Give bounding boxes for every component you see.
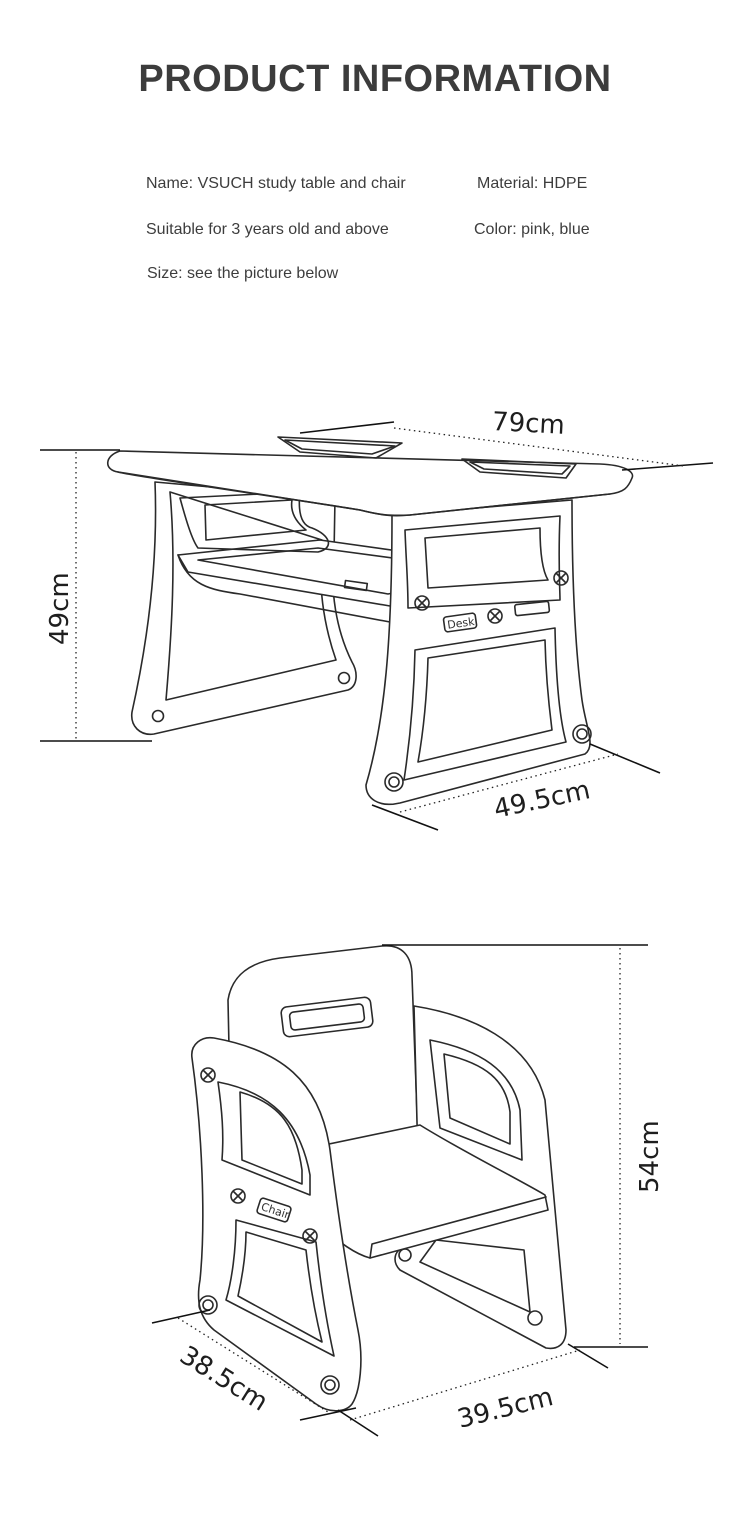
chair-height-label: 54cm (635, 1120, 665, 1193)
desk-width-label: 79cm (491, 407, 565, 441)
desk-height-label: 49cm (45, 572, 75, 645)
info-age: Suitable for 3 years old and above (146, 221, 389, 238)
page-title: PRODUCT INFORMATION (138, 58, 612, 100)
info-color: Color: pink, blue (474, 221, 590, 238)
desk-illustration: Desk (106, 436, 634, 805)
desk-depth-label: 49.5cm (491, 775, 593, 825)
info-name: Name: VSUCH study table and chair (146, 175, 406, 192)
info-material: Material: HDPE (477, 175, 588, 192)
chair-width-label: 39.5cm (454, 1382, 556, 1435)
desk-label: Desk (446, 615, 476, 632)
chair-illustration: Chair (191, 945, 567, 1412)
info-size: Size: see the picture below (147, 265, 339, 282)
